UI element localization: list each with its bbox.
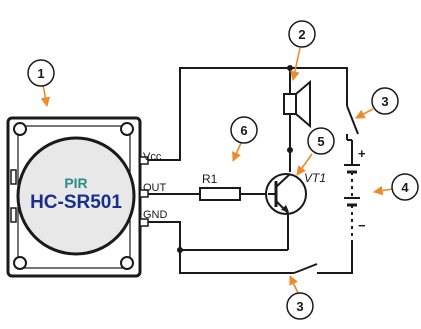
- junction-gnd: [177, 247, 183, 253]
- callout-3-top-label: 3: [381, 94, 388, 109]
- screw-top-right: [120, 122, 134, 136]
- wire-vcc: [148, 67, 348, 161]
- callout-1: [27, 59, 55, 87]
- side-slot-bottom: [10, 207, 17, 223]
- arrow-6: [232, 142, 242, 162]
- callout-3-top: [371, 87, 399, 115]
- junction-collector: [287, 147, 293, 153]
- pin-label-out: OUT: [143, 182, 167, 194]
- pir-dome: [16, 136, 136, 256]
- switch-bottom: [290, 263, 322, 274]
- callout-2: [288, 20, 316, 48]
- callout-6-label: 6: [240, 123, 247, 138]
- screw-top-left: [13, 122, 27, 136]
- callout-3-bottom-label: 3: [296, 299, 303, 314]
- arrow-3-top: [355, 108, 374, 119]
- battery: + −: [344, 146, 366, 242]
- speaker: [283, 79, 311, 129]
- arrow-4: [373, 185, 393, 196]
- callout-4-label: 4: [401, 180, 409, 195]
- side-slot-top: [10, 169, 17, 185]
- switch-right: [346, 100, 359, 140]
- junction-top: [287, 65, 293, 71]
- arrow-2: [290, 47, 301, 81]
- callout-5-label: 5: [317, 134, 324, 149]
- screw-bottom-left: [13, 256, 27, 270]
- callout-circles: 1 2 3 6 5 4 3: [27, 20, 419, 320]
- module-label-pir: PIR: [64, 175, 87, 191]
- callout-1-label: 1: [37, 66, 44, 81]
- module-label-model: HC-SR501: [30, 192, 122, 213]
- callout-6: [230, 116, 258, 144]
- arrow-3-bottom: [289, 275, 299, 294]
- callout-5: [307, 127, 335, 155]
- arrow-5: [296, 153, 313, 176]
- resistor-label: R1: [202, 172, 218, 186]
- transistor-vt1: VT1: [265, 171, 326, 215]
- transistor-label: VT1: [304, 171, 326, 185]
- battery-plus: +: [358, 146, 366, 161]
- callout-3-bottom: [286, 292, 314, 320]
- screw-bottom-right: [120, 256, 134, 270]
- resistor-r1: R1: [199, 172, 241, 201]
- wire-gnd: [148, 221, 290, 274]
- callout-4: [391, 173, 419, 201]
- pin-label-gnd: GND: [143, 209, 168, 221]
- pir-module: PIR HC-SR501 Vcc OUT GND: [6, 116, 168, 278]
- callout-arrows: [40, 47, 393, 294]
- pin-label-vcc: Vcc: [143, 151, 162, 163]
- arrow-1: [40, 84, 51, 107]
- wire-battery-return: [320, 242, 353, 274]
- battery-minus: −: [358, 218, 366, 233]
- callout-2-label: 2: [298, 27, 305, 42]
